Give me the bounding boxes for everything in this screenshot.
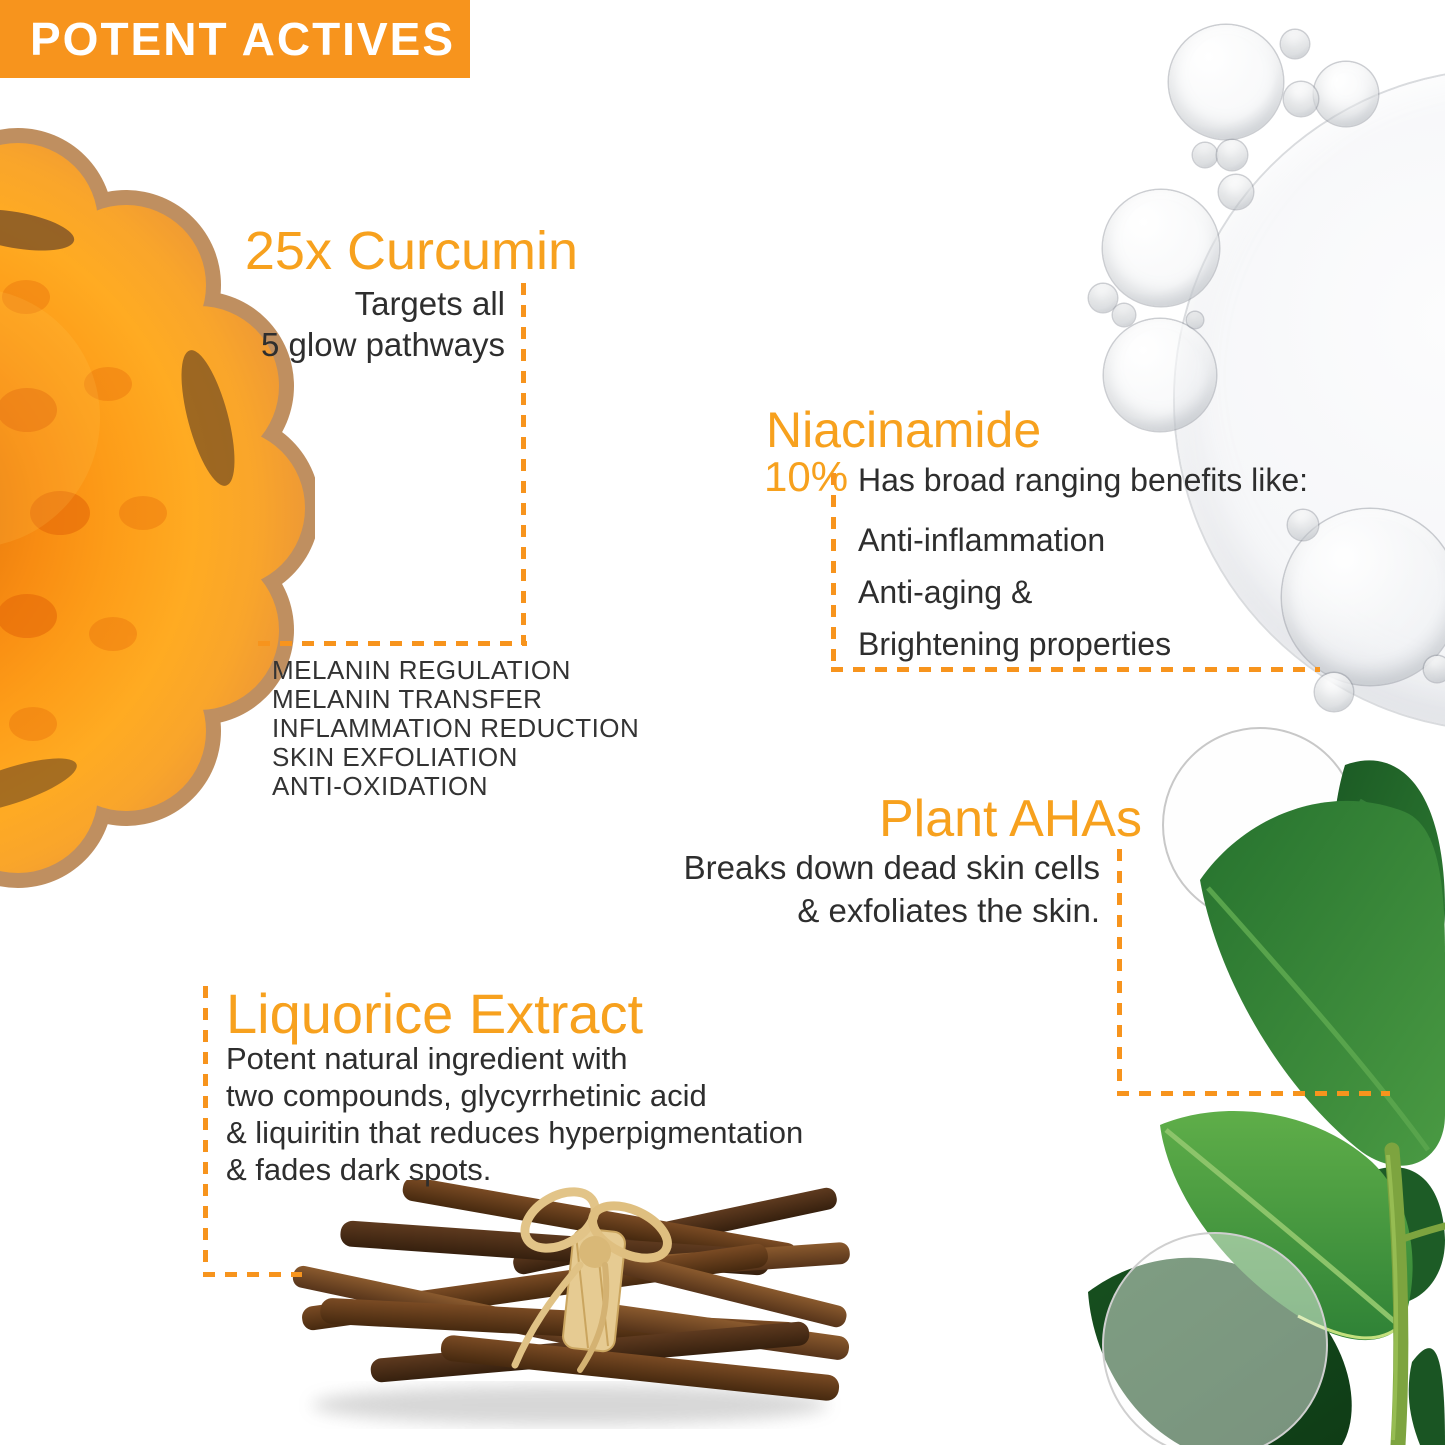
- plant-ahas-description-line: & exfoliates the skin.: [797, 892, 1100, 929]
- bubble: [1169, 25, 1283, 139]
- plant-leaves-graphic: [1088, 727, 1445, 1445]
- liquorice-sticks-graphic: [292, 1177, 850, 1425]
- bubble: [1284, 82, 1318, 116]
- niacinamide-benefit-item: Brightening properties: [858, 626, 1172, 662]
- liquorice-description-line: & liquiritin that reduces hyperpigmentat…: [226, 1115, 804, 1150]
- liquorice-description-line: & fades dark spots.: [226, 1152, 492, 1187]
- niacinamide-benefit-item: Anti-inflammation: [858, 522, 1106, 558]
- bubble: [1424, 656, 1445, 682]
- bubble: [1281, 30, 1309, 58]
- liquorice-description-line: Potent natural ingredient with: [226, 1041, 628, 1076]
- curcumin-benefit-item: INFLAMMATION REDUCTION: [272, 713, 640, 743]
- curcumin-title: 25x Curcumin: [244, 221, 578, 281]
- niacinamide-intro: Has broad ranging benefits like:: [858, 462, 1309, 498]
- curcumin-connector-vertical: [521, 283, 526, 645]
- bubble: [1103, 190, 1219, 306]
- bubble: [1288, 510, 1318, 540]
- curcumin-benefit-item: ANTI-OXIDATION: [272, 771, 488, 801]
- niacinamide-benefits-list: Anti-inflammation Anti-aging & Brighteni…: [858, 514, 1171, 670]
- niacinamide-connector-vertical: [831, 473, 836, 671]
- liquorice-description: Potent natural ingredient with two compo…: [226, 1040, 803, 1188]
- curcumin-subtitle: Targets all 5 glow pathways: [261, 283, 505, 365]
- bubble: [1175, 70, 1445, 730]
- curcumin-subtitle-line: 5 glow pathways: [261, 326, 505, 363]
- curcumin-benefit-item: SKIN EXFOLIATION: [272, 742, 518, 772]
- liquorice-connector-horizontal: [203, 1272, 302, 1277]
- plant-ahas-title: Plant AHAs: [878, 790, 1142, 848]
- curcumin-benefit-item: MELANIN REGULATION: [272, 655, 571, 685]
- niacinamide-connector-horizontal: [831, 667, 1320, 672]
- liquorice-description-line: two compounds, glycyrrhetinic acid: [226, 1078, 707, 1113]
- bubble: [1314, 62, 1378, 126]
- bubble: [1187, 312, 1203, 328]
- bubble: [1219, 175, 1253, 209]
- curcumin-connector-horizontal: [258, 641, 527, 646]
- banner: POTENT ACTIVES: [0, 0, 470, 78]
- curcumin-benefit-item: MELANIN TRANSFER: [272, 684, 543, 714]
- turmeric-root-graphic: [0, 128, 320, 888]
- bubble: [1282, 509, 1445, 685]
- liquorice-sticks-image: [280, 1177, 860, 1445]
- curcumin-benefits-list: MELANIN REGULATION MELANIN TRANSFER INFL…: [272, 656, 639, 801]
- plant-ahas-description: Breaks down dead skin cells & exfoliates…: [684, 846, 1100, 932]
- plant-ahas-description-line: Breaks down dead skin cells: [683, 849, 1100, 886]
- plant-ahas-connector-vertical: [1117, 849, 1122, 1095]
- bubble: [1193, 143, 1217, 167]
- niacinamide-title: Niacinamide: [766, 402, 1042, 458]
- niacinamide-benefit-item: Anti-aging &: [858, 574, 1033, 610]
- bubble: [1217, 140, 1247, 170]
- bubble: [1113, 304, 1135, 326]
- liquorice-connector-vertical: [203, 986, 208, 1276]
- plant-ahas-connector-horizontal: [1117, 1091, 1390, 1096]
- bubble: [1315, 673, 1353, 711]
- bubble: [1089, 284, 1117, 312]
- lens-circle: [1102, 1232, 1328, 1445]
- bubble: [1104, 319, 1216, 431]
- plant-leaves-image: [1060, 720, 1445, 1445]
- banner-title: POTENT ACTIVES: [30, 13, 455, 65]
- liquorice-title: Liquorice Extract: [226, 982, 644, 1045]
- turmeric-root-image: [0, 118, 320, 893]
- curcumin-subtitle-line: Targets all: [354, 285, 505, 322]
